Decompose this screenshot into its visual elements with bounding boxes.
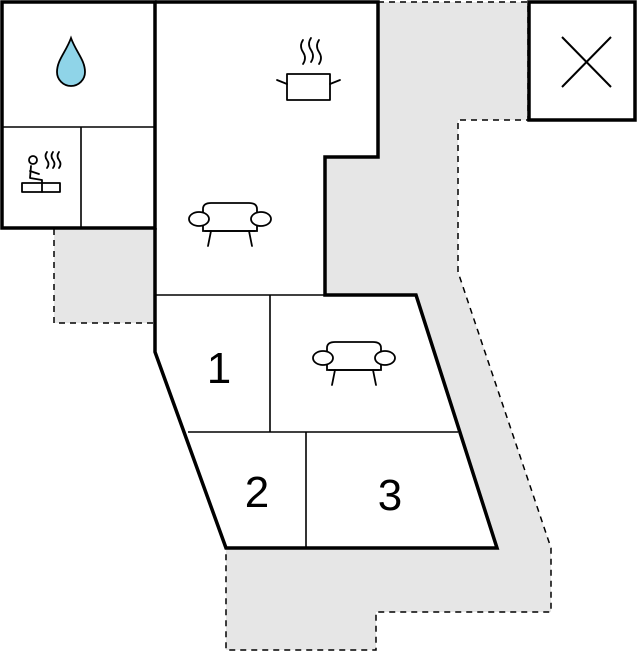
room-label-2: 2 xyxy=(245,468,269,517)
sofa-icon xyxy=(188,202,272,247)
exterior-wall-left-block xyxy=(0,0,157,230)
sofa-icon xyxy=(312,341,396,386)
close-icon xyxy=(561,36,612,88)
exterior-wall-main xyxy=(153,0,500,550)
terrace-left xyxy=(53,227,156,324)
window-box xyxy=(527,0,637,122)
sauna-icon xyxy=(21,151,62,193)
terrace-right xyxy=(225,1,552,651)
water-drop-icon xyxy=(56,35,86,87)
cooking-pot-icon xyxy=(276,37,341,101)
room-label-1: 1 xyxy=(207,344,231,393)
room-label-3: 3 xyxy=(378,471,402,520)
